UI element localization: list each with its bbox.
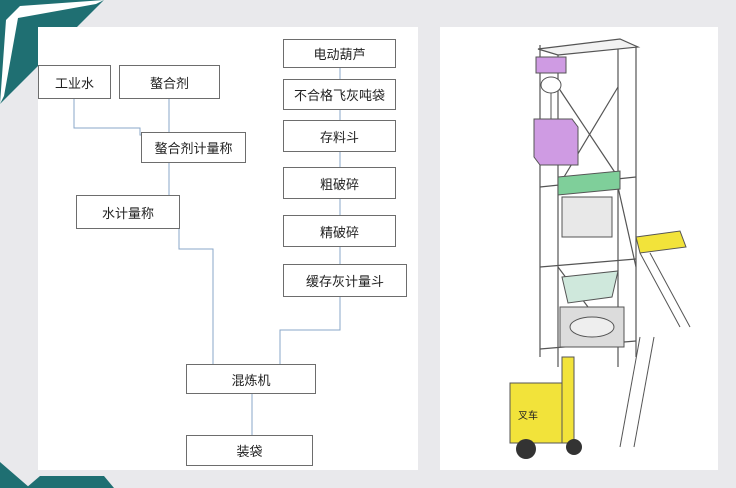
industrial-water-box: 工业水	[38, 65, 111, 99]
forklift-label: 叉车	[518, 409, 538, 422]
tower-frame	[537, 38, 641, 367]
platform-railing	[619, 230, 691, 448]
coarse-crushing-box: 粗破碎	[283, 167, 396, 199]
chelating-agent-scale-box: 螯合剂计量称	[141, 132, 246, 163]
fly-ash-bag-box: 不合格飞灰吨袋	[283, 79, 396, 110]
electric-hoist-box: 电动葫芦	[283, 39, 396, 68]
bottom-left-corner-accent	[0, 462, 114, 488]
mixer-unit	[559, 306, 625, 348]
process-flowchart-panel: 工业水 螯合剂 螯合剂计量称 水计量称 电动葫芦 不合格飞灰吨袋 存料斗 粗破碎…	[38, 27, 418, 470]
bagging-box: 装袋	[186, 435, 313, 466]
mixer-box: 混炼机	[186, 364, 316, 394]
storage-hopper-box: 存料斗	[283, 120, 396, 152]
fine-crushing-box: 精破碎	[283, 215, 396, 247]
water-scale-box: 水计量称	[76, 195, 180, 229]
ash-buffer-hopper-box: 缓存灰计量斗	[283, 264, 407, 297]
connector-water-to-scale	[73, 99, 169, 136]
flow-connectors	[73, 68, 341, 435]
chelating-agent-box: 螯合剂	[119, 65, 220, 99]
hopper-section	[557, 170, 621, 304]
equipment-tower-illustration: 叉车	[509, 38, 691, 459]
hoist-assembly	[533, 56, 579, 166]
connector-waterscale-to-mixer	[178, 229, 214, 364]
connector-buffer-to-mixer	[279, 297, 341, 364]
forklift: 叉车	[509, 356, 582, 459]
equipment-illustration-panel: 叉车	[440, 27, 718, 470]
